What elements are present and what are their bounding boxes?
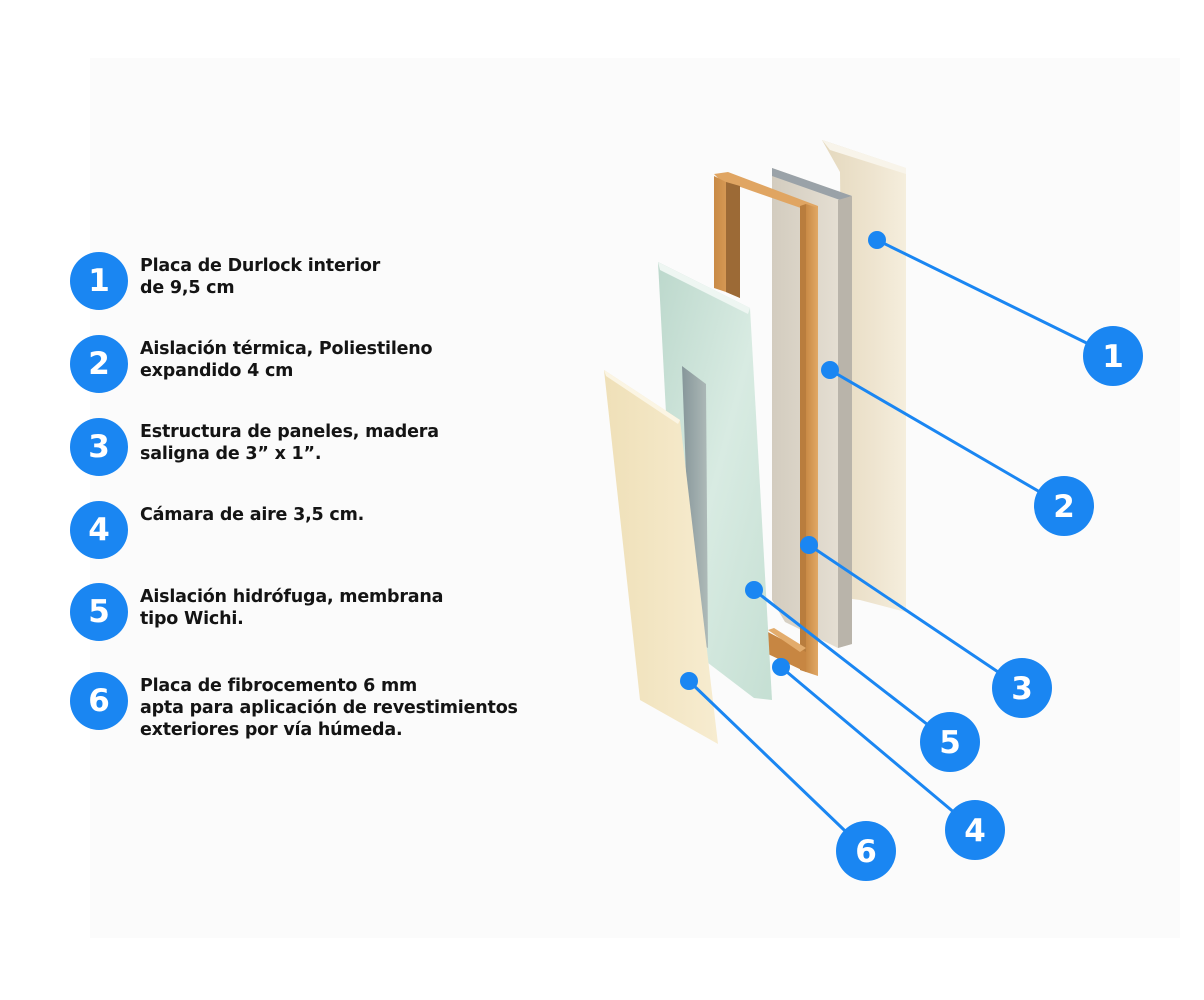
leader-line-3	[808, 543, 1023, 690]
legend-label: Cámara de aire 3,5 cm.	[140, 504, 364, 526]
legend-label: Estructura de paneles, madera saligna de…	[140, 421, 439, 465]
legend-label-line: expandido 4 cm	[140, 361, 294, 381]
legend-label-line: de 9,5 cm	[140, 278, 235, 298]
legend-label-line: Aislación térmica, Poliestileno	[140, 339, 433, 359]
callout-number: 3	[1011, 671, 1033, 707]
callout-3: 3	[992, 658, 1052, 718]
legend-label-line: exteriores por vía húmeda.	[140, 720, 403, 740]
legend-label: Aislación hidrófuga, membrana tipo Wichi…	[140, 586, 443, 630]
wood-frame	[714, 172, 818, 676]
anchor-dot-4	[772, 658, 790, 676]
legend-item-1: 1 Placa de Durlock interior de 9,5 cm	[70, 252, 380, 310]
legend-number-badge: 3	[70, 418, 128, 476]
legend-item-4: 4 Cámara de aire 3,5 cm.	[70, 501, 364, 559]
legend-list: 1 Placa de Durlock interior de 9,5 cm 2 …	[0, 0, 600, 1000]
callout-6: 6	[836, 821, 896, 881]
callout-number: 6	[855, 834, 877, 870]
legend-number-badge: 2	[70, 335, 128, 393]
leader-line-5	[753, 588, 951, 744]
callout-number: 2	[1053, 489, 1075, 525]
leader-line-4	[780, 665, 976, 832]
callout-number: 1	[1102, 339, 1124, 375]
legend-label-line: apta para aplicación de revestimientos	[140, 698, 518, 718]
anchor-dot-6	[680, 672, 698, 690]
fiber-cement-panel	[604, 370, 718, 744]
legend-item-3: 3 Estructura de paneles, madera saligna …	[70, 418, 439, 476]
legend-label-line: Placa de Durlock interior	[140, 256, 381, 276]
legend-label: Placa de fibrocemento 6 mm apta para apl…	[140, 675, 518, 741]
callout-anchor-dots	[680, 231, 886, 690]
callout-number: 4	[964, 813, 986, 849]
legend-label: Placa de Durlock interior de 9,5 cm	[140, 255, 380, 299]
legend-label: Aislación térmica, Poliestileno expandid…	[140, 338, 433, 382]
legend-label-line: Estructura de paneles, madera	[140, 422, 439, 442]
leader-line-2	[829, 368, 1065, 508]
anchor-dot-2	[821, 361, 839, 379]
legend-label-line: Aislación hidrófuga, membrana	[140, 587, 444, 607]
legend-label-line: saligna de 3” x 1”.	[140, 444, 322, 464]
leader-line-6	[687, 679, 868, 853]
legend-number-badge: 5	[70, 583, 128, 641]
legend-item-5: 5 Aislación hidrófuga, membrana tipo Wic…	[70, 583, 443, 641]
callout-number: 5	[939, 725, 961, 761]
legend-label-line: tipo Wichi.	[140, 609, 244, 629]
legend-number-badge: 6	[70, 672, 128, 730]
legend-label-line: Cámara de aire 3,5 cm.	[140, 505, 365, 525]
legend-number-badge: 1	[70, 252, 128, 310]
legend-number-badge: 4	[70, 501, 128, 559]
callout-leader-lines	[687, 238, 1114, 853]
legend-item-2: 2 Aislación térmica, Poliestileno expand…	[70, 335, 433, 393]
legend-label-line: Placa de fibrocemento 6 mm	[140, 676, 418, 696]
legend-item-6: 6 Placa de fibrocemento 6 mm apta para a…	[70, 672, 518, 741]
anchor-dot-5	[745, 581, 763, 599]
leader-line-1	[876, 238, 1114, 358]
anchor-dot-3	[800, 536, 818, 554]
callout-2: 2	[1034, 476, 1094, 536]
anchor-dot-1	[868, 231, 886, 249]
callout-4: 4	[945, 800, 1005, 860]
callout-5: 5	[920, 712, 980, 772]
callout-1: 1	[1083, 326, 1143, 386]
